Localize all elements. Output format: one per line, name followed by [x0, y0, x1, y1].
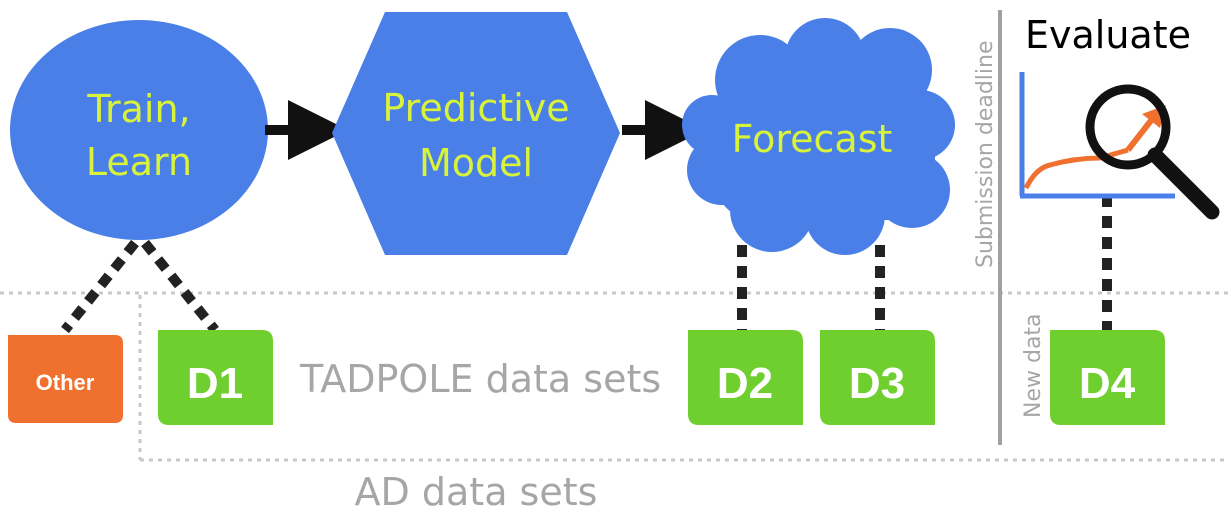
ad-data-sets-label: AD data sets	[355, 470, 598, 508]
submission-deadline-label: Submission deadline	[973, 41, 998, 269]
d3-label: D3	[849, 359, 905, 408]
connectors	[61, 195, 1112, 334]
forecast-cloud	[682, 18, 955, 255]
new-data-label: New data	[1021, 313, 1046, 418]
model-label: Model	[419, 141, 533, 185]
connector-d1-to-train	[141, 239, 219, 334]
tadpole-data-sets-label: TADPOLE data sets	[299, 357, 661, 401]
dataset-d2: D2	[688, 330, 803, 425]
predictive-model-hexagon	[332, 12, 620, 255]
train-learn-ellipse	[10, 20, 268, 240]
d2-box	[688, 330, 803, 425]
other-label: Other	[36, 370, 95, 395]
d4-label: D4	[1079, 359, 1136, 408]
d1-box	[158, 330, 273, 425]
dataset-d1: D1	[158, 330, 273, 425]
mini-chart-icon	[1019, 72, 1175, 199]
learn-label: Learn	[86, 140, 192, 184]
dataset-d4: D4	[1050, 330, 1165, 425]
magnifying-glass-icon	[1085, 84, 1220, 220]
dataset-d3: D3	[820, 330, 935, 425]
train-learn-node: Train, Learn	[10, 20, 268, 240]
forecast-node: Forecast	[682, 18, 955, 255]
other-box	[8, 335, 123, 423]
dataset-other: Other	[8, 335, 123, 423]
predictive-label: Predictive	[382, 86, 569, 130]
train-label: Train,	[86, 87, 190, 131]
forecast-label: Forecast	[732, 117, 893, 161]
predictive-model-node: Predictive Model	[332, 12, 620, 255]
region-separators	[0, 291, 1229, 462]
d2-label: D2	[717, 359, 773, 408]
d3-box	[820, 330, 935, 425]
d4-box	[1050, 330, 1165, 425]
evaluate-title: Evaluate	[1025, 13, 1191, 57]
d1-label: D1	[187, 359, 243, 408]
connector-other-to-train	[61, 239, 139, 334]
evaluate-node: Evaluate	[1019, 13, 1220, 220]
